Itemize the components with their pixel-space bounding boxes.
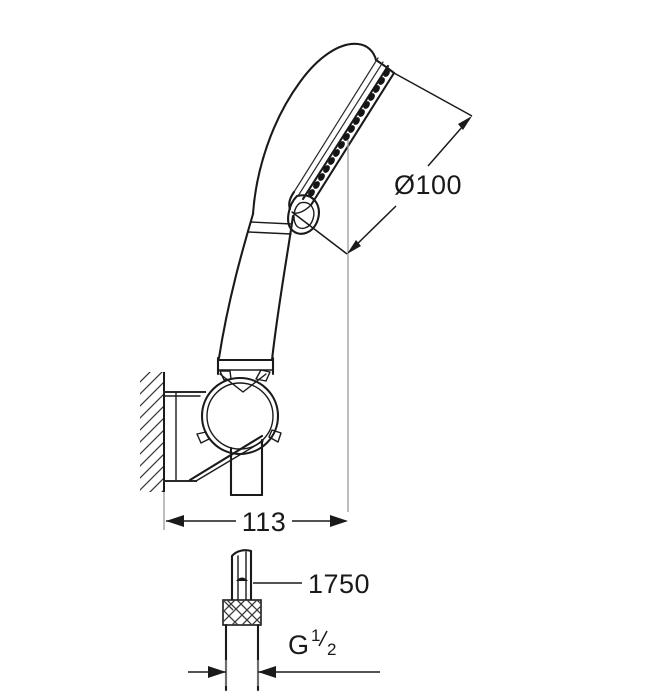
shower-head	[251, 42, 396, 216]
spray-nozzles	[308, 69, 390, 197]
shower-hose	[222, 549, 262, 692]
thread-label-numerator: 1	[311, 626, 320, 645]
knurl-pattern	[223, 600, 261, 625]
projection-label: 113	[242, 507, 287, 537]
holder-outlet-tube	[229, 438, 264, 497]
shower-holder-ring	[196, 369, 282, 456]
wall-hatching	[140, 372, 164, 492]
dimension-113: 113	[163, 492, 348, 537]
hose-length-label: 1750	[308, 569, 370, 599]
wall	[140, 372, 165, 492]
wall-bracket	[163, 391, 264, 482]
dimension-thread: G 1 2	[188, 626, 380, 686]
thread-label-denominator: 2	[327, 640, 336, 659]
dimension-diameter: Ø100	[291, 72, 473, 255]
shower-handle	[216, 212, 295, 393]
diameter-label: Ø100	[394, 170, 462, 200]
thread-label-prefix: G	[288, 630, 310, 660]
dimension-1750: 1750	[253, 569, 370, 599]
